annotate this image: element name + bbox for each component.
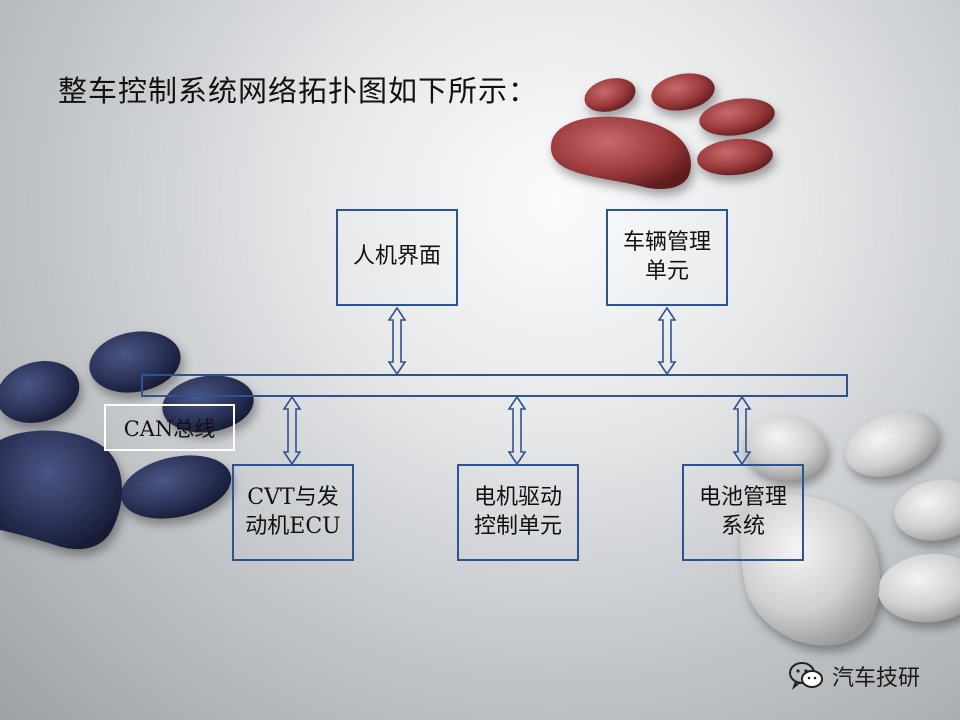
page-title: 整车控制系统网络拓扑图如下所示： <box>58 74 539 108</box>
node-hmi: 人机界面 <box>336 209 458 306</box>
can-bus-label: CAN总线 <box>104 404 235 451</box>
node-motor-drive: 电机驱动 控制单元 <box>457 464 579 561</box>
double-arrow-hmi <box>387 306 407 376</box>
node-vehicle-management-label: 车辆管理 单元 <box>622 229 711 284</box>
watermark: 汽车技研 <box>788 660 920 692</box>
double-arrow-battery <box>732 395 752 466</box>
node-motor-drive-label: 电机驱动 控制单元 <box>473 484 562 539</box>
navy-paw-icon <box>0 331 254 550</box>
watermark-text: 汽车技研 <box>832 666 921 691</box>
node-battery-management: 电池管理 系统 <box>682 464 804 561</box>
double-arrow-vehicle-management <box>657 306 677 376</box>
can-bus-bar <box>141 374 848 397</box>
node-battery-management-label: 电池管理 系统 <box>698 484 787 539</box>
node-cvt-engine-ecu-label: CVT与发 动机ECU <box>245 484 341 539</box>
node-vehicle-management: 车辆管理 单元 <box>606 209 728 306</box>
double-arrow-motor-drive <box>507 395 527 466</box>
double-arrow-cvt-engine <box>282 395 302 466</box>
node-cvt-engine-ecu: CVT与发 动机ECU <box>232 464 354 561</box>
red-paw-icon <box>550 73 775 190</box>
wechat-icon <box>789 662 823 691</box>
node-hmi-label: 人机界面 <box>352 244 441 270</box>
